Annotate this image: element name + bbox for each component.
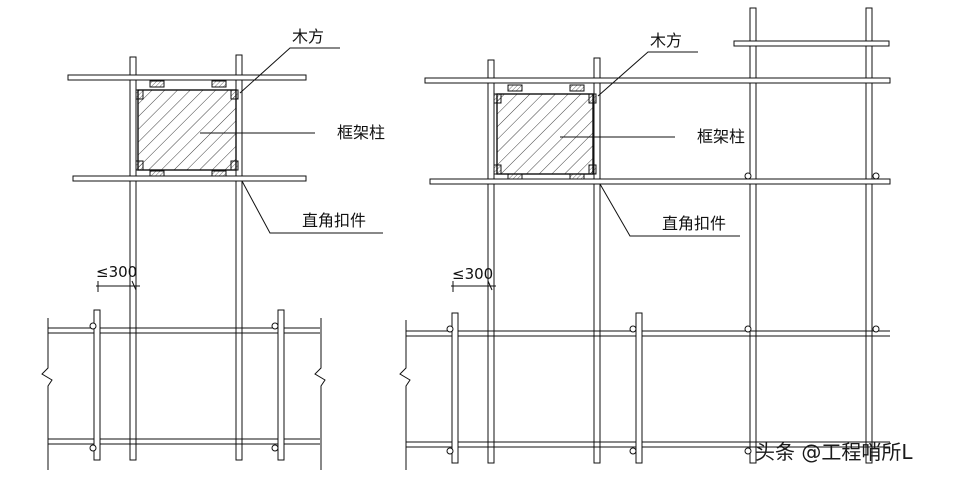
left-short-pole-a [93, 309, 101, 461]
right-fastener-leader [599, 183, 740, 237]
right-clamp-tube-bottom [429, 178, 891, 185]
right-timber-8 [569, 173, 585, 180]
right-timber-leader [597, 51, 698, 97]
left-timber-6 [211, 80, 227, 88]
right-pole-a [487, 59, 495, 464]
left-timber-3 [135, 160, 144, 171]
right-timber-label: 木方 [650, 31, 682, 50]
right-pole-b [593, 57, 601, 464]
right-fastener-7 [446, 447, 454, 455]
left-frame-column [137, 89, 237, 171]
left-fastener-2 [271, 322, 279, 330]
right-timber-7 [507, 173, 523, 180]
left-break-line-a [41, 318, 53, 470]
left-dim-tick-b [131, 280, 137, 291]
right-timber-1 [493, 93, 502, 104]
right-pole-d [865, 7, 873, 464]
left-fastener-1 [89, 322, 97, 330]
left-fastener-4 [271, 444, 279, 452]
left-timber-1 [135, 89, 144, 100]
right-timber-3 [493, 164, 502, 175]
right-timber-5 [507, 84, 523, 92]
right-fastener-4 [629, 325, 637, 333]
right-fastener-8 [629, 447, 637, 455]
left-timber-7 [149, 170, 165, 177]
left-clamp-tube-top [67, 74, 307, 81]
left-clamp-tube-bottom [72, 175, 307, 182]
left-timber-8 [211, 170, 227, 177]
right-fastener-2 [872, 172, 880, 180]
right-fastener-1 [744, 172, 752, 180]
right-frame-column [496, 93, 594, 175]
left-pole-b [235, 54, 243, 461]
right-timber-6 [569, 84, 585, 92]
left-timber-5 [149, 80, 165, 88]
right-top-tube [733, 40, 890, 47]
left-pole-a [129, 56, 137, 461]
right-clamp-tube-top [424, 77, 891, 84]
left-column-label: 框架柱 [337, 123, 385, 142]
left-timber-leader [239, 47, 340, 94]
right-spacing-label: ≤300 [452, 265, 493, 283]
right-timber-2 [588, 93, 597, 104]
right-dim-tick-b [487, 280, 493, 291]
right-break-line [399, 320, 411, 470]
left-timber-label: 木方 [292, 27, 324, 46]
right-fastener-label: 直角扣件 [662, 214, 726, 233]
right-column-label: 框架柱 [697, 127, 745, 146]
right-timber-4 [588, 164, 597, 175]
left-short-pole-b [277, 309, 285, 461]
right-fastener-3 [446, 325, 454, 333]
left-timber-2 [230, 89, 239, 100]
right-fastener-6 [872, 325, 880, 333]
left-spacing-label: ≤300 [96, 263, 137, 281]
right-short-pole-a [451, 312, 459, 464]
left-fastener-label: 直角扣件 [302, 211, 366, 230]
right-fastener-9 [744, 447, 752, 455]
left-timber-4 [230, 160, 239, 171]
left-break-line-b [314, 318, 326, 470]
right-pole-c [749, 7, 757, 464]
right-short-pole-b [635, 312, 643, 464]
left-fastener-leader [241, 180, 383, 234]
left-detail [41, 47, 383, 470]
watermark-text: 头条 @工程哨所L [755, 440, 913, 464]
left-fastener-3 [89, 444, 97, 452]
right-fastener-5 [744, 325, 752, 333]
right-detail [399, 7, 891, 470]
